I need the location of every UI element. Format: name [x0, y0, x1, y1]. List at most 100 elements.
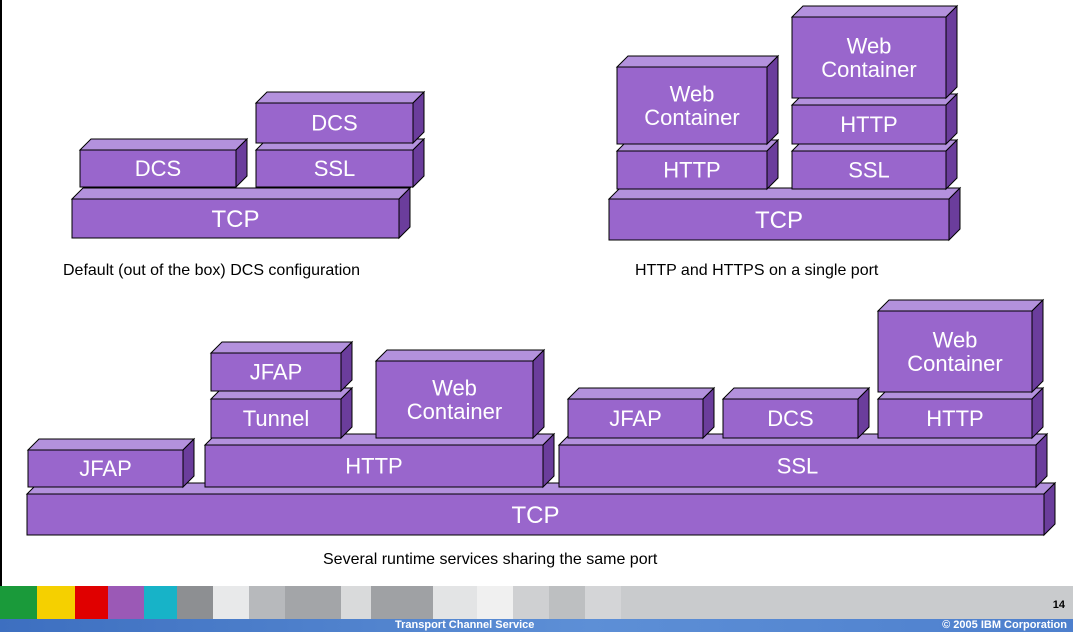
block-label-line: DCS: [767, 406, 813, 431]
block-label-line: HTTP: [926, 406, 983, 431]
block-label: SSL: [777, 454, 819, 479]
block-front-face: [616, 150, 768, 190]
block-label-line: Tunnel: [243, 406, 309, 431]
diagram1-block-dcs: DCS: [78, 137, 249, 189]
block-label: JFAP: [250, 360, 303, 385]
diagram1-block-tcp: TCP: [70, 186, 412, 240]
block-top-face: [254, 91, 426, 104]
footer-grey-tile-1: [341, 586, 371, 619]
block-label: JFAP: [79, 456, 132, 481]
block-label-line: JFAP: [79, 456, 132, 481]
block-label-line: Web: [933, 327, 978, 352]
block-label: HTTP: [663, 158, 720, 183]
block-front-face: [27, 449, 184, 488]
footer-title: Transport Channel Service: [395, 619, 535, 631]
diagram3-block-http: HTTP: [203, 432, 556, 489]
block-label-line: JFAP: [250, 360, 303, 385]
footer-dotted-tile: [249, 586, 285, 619]
block-label-line: DCS: [311, 111, 357, 136]
diagram3-block-jfap: JFAP: [566, 386, 716, 440]
block-label: DCS: [311, 111, 357, 136]
block-top-face: [566, 387, 716, 400]
block-label: TCP: [212, 206, 260, 233]
footer-grey-tile-4: [513, 586, 549, 619]
footer-grey-tile-6: [585, 586, 621, 619]
block-label: DCS: [135, 156, 181, 181]
block-label-line: SSL: [314, 156, 356, 181]
block-label-line: TCP: [512, 502, 560, 529]
block-label-line: TCP: [212, 206, 260, 233]
block-top-face: [78, 138, 249, 151]
block-front-face: [210, 398, 342, 439]
block-side-face: [766, 54, 779, 146]
block-top-face: [26, 438, 196, 451]
block-label: HTTP: [345, 454, 402, 479]
block-label-line: DCS: [135, 156, 181, 181]
block-label-line: SSL: [848, 158, 890, 183]
block-label-line: TCP: [755, 207, 803, 234]
block-label: TCP: [755, 207, 803, 234]
block-label-line: HTTP: [840, 112, 897, 137]
footer-swatch-cyan: [144, 586, 177, 619]
block-label-line: Web: [670, 81, 715, 106]
block-front-face: [791, 104, 947, 145]
block-front-face: [616, 66, 768, 145]
block-label: HTTP: [840, 112, 897, 137]
footer-grey-tile-5: [549, 586, 585, 619]
block-top-face: [615, 55, 780, 68]
block-top-face: [876, 299, 1045, 312]
footer-photo-tile: [177, 586, 213, 619]
block-label-line: HTTP: [663, 158, 720, 183]
block-label: SSL: [314, 156, 356, 181]
block-front-face: [204, 444, 544, 488]
block-front-face: [608, 198, 950, 241]
block-front-face: [877, 310, 1033, 393]
block-label-line: Container: [644, 105, 739, 130]
footer-title-bar: [0, 619, 1073, 632]
diagram1-block-ssl: SSL: [254, 137, 426, 189]
block-side-face: [532, 348, 545, 440]
block-label-line: Container: [407, 399, 502, 424]
block-side-face: [1031, 298, 1044, 394]
footer-stripe-tile: [285, 586, 341, 619]
diagram2-block-http: HTTP: [790, 92, 959, 146]
block-side-face: [945, 4, 958, 100]
block-label: Tunnel: [243, 406, 309, 431]
block-front-face: [210, 352, 342, 392]
block-label-line: JFAP: [609, 406, 662, 431]
diagram3-block-ssl: SSL: [557, 432, 1049, 489]
block-front-face: [722, 398, 859, 439]
diagram3-block-dcs: DCS: [721, 386, 871, 440]
caption-http-https-single-port: HTTP and HTTPS on a single port: [635, 262, 879, 279]
footer-swatch-green: [0, 586, 37, 619]
block-label: SSL: [848, 158, 890, 183]
diagram3-block-http: HTTP: [876, 386, 1045, 440]
block-label-line: Web: [432, 375, 477, 400]
block-label-line: Container: [821, 57, 916, 82]
block-top-face: [607, 187, 962, 200]
block-front-face: [71, 198, 400, 239]
block-front-face: [567, 398, 704, 439]
block-label: HTTP: [926, 406, 983, 431]
footer-swatch-purple: [108, 586, 144, 619]
block-label-line: Container: [907, 351, 1002, 376]
block-top-face: [70, 187, 412, 200]
diagram3-block-jfap: JFAP: [26, 437, 196, 489]
diagram1-block-dcs: DCS: [254, 90, 426, 145]
caption-dcs-configuration: Default (out of the box) DCS configurati…: [63, 262, 361, 279]
block-top-face: [209, 341, 354, 354]
block-front-face: [791, 16, 947, 99]
block-front-face: [791, 150, 947, 190]
block-label: TCP: [512, 502, 560, 529]
block-label-line: Web: [847, 33, 892, 58]
block-front-face: [558, 444, 1037, 488]
